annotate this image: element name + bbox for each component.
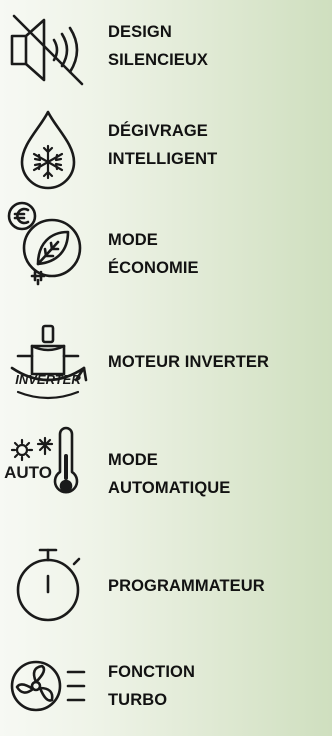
inverter-motor-icon: INVERTER: [4, 318, 92, 406]
feature-eco-label: MODE ÉCONOMIE: [108, 231, 199, 277]
stopwatch-icon: [4, 542, 92, 630]
feature-defrost-label: DÉGIVRAGE INTELLIGENT: [108, 122, 218, 168]
auto-thermometer-icon: AUTO: [4, 426, 92, 514]
feature-inverter-label: MOTEUR INVERTER: [108, 353, 270, 371]
turbo-fan-icon: [4, 642, 92, 730]
feature-silent-label: DESIGN SILENCIEUX: [108, 23, 209, 69]
feature-timer: PROGRAMMATEUR: [0, 540, 332, 640]
feature-eco: MODE ÉCONOMIE: [0, 201, 332, 304]
feature-auto: AUTO MODE AUTOMATIQUE: [0, 426, 332, 530]
svg-text:AUTO: AUTO: [4, 463, 52, 482]
feature-defrost: DÉGIVRAGE INTELLIGENT: [0, 102, 332, 202]
feature-turbo-label: FONCTION TURBO: [108, 663, 195, 709]
euro-leaf-icon: [4, 198, 92, 286]
feature-turbo: FONCTION TURBO: [0, 636, 332, 736]
speaker-mute-icon: [4, 6, 92, 94]
feature-auto-label: MODE AUTOMATIQUE: [108, 451, 231, 497]
feature-timer-label: PROGRAMMATEUR: [108, 577, 265, 595]
snowflake-drop-icon: [4, 106, 92, 194]
feature-inverter: INVERTER MOTEUR INVERTER: [0, 318, 332, 418]
svg-text:INVERTER: INVERTER: [15, 372, 81, 387]
feature-silent: DESIGN SILENCIEUX: [0, 0, 332, 100]
